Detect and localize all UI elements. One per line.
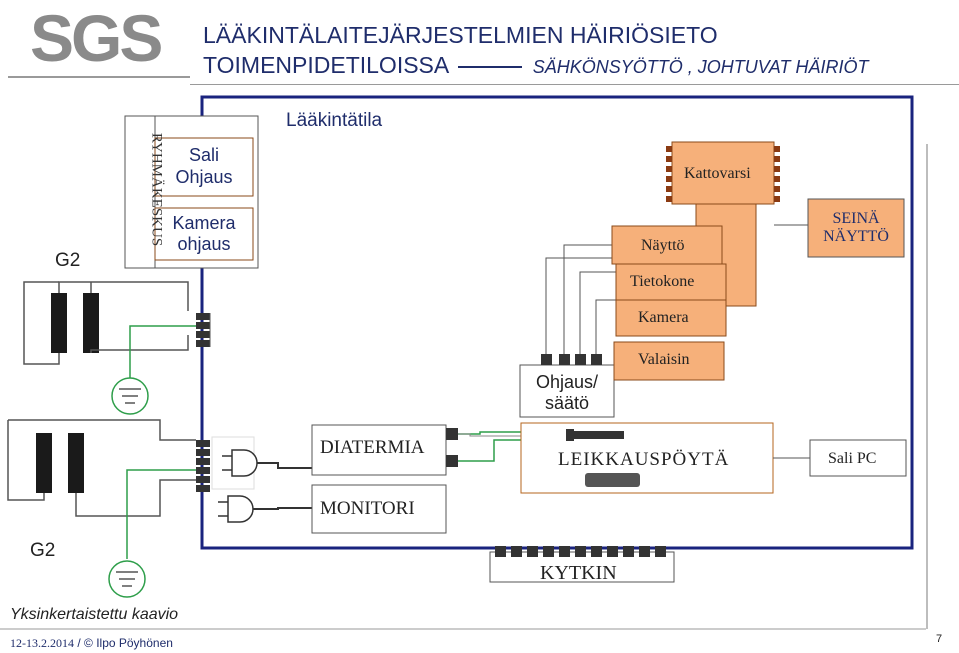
leikkauspoyta-label: LEIKKAUSPÖYTÄ [558, 449, 730, 470]
sali-ohjaus-line1: Sali [188, 145, 219, 165]
kamera-ohjaus-line2: ohjaus [177, 234, 231, 254]
kamera-ohjaus-label: Kamera ohjaus [155, 213, 253, 255]
page-number: 7 [936, 633, 943, 645]
leikkauspoyta-handle [585, 473, 640, 487]
naytto-box [611, 225, 723, 265]
footer-author: / © Ilpo Pöyhönen [77, 636, 173, 650]
room-label: Lääkintätila [286, 110, 383, 131]
caption: Yksinkertaistettu kaavio [10, 606, 179, 623]
sali-ohjaus-line2: Ohjaus [175, 167, 233, 187]
kamera-ohjaus-box [154, 207, 254, 261]
footer-credit: 12-13.2.2014 / © Ilpo Pöyhönen [10, 636, 173, 651]
seina-naytto-line1: SEINÄ [832, 210, 880, 227]
kamera-label: Kamera [638, 309, 689, 326]
ohjaus-saato-line2: säätö [544, 393, 590, 413]
sgs-logo: SGS [8, 1, 190, 82]
page-title-line2: TOIMENPIDETILOISSA SÄHKÖNSYÖTTÖ , JOHTUV… [203, 52, 868, 79]
transformer-bottom [7, 419, 196, 517]
ohjaus-saato-label: Ohjaus/ säätö [520, 372, 614, 414]
valaisin-box [613, 341, 725, 381]
leikkauspoyta-box [520, 422, 774, 494]
transformer-top [23, 281, 189, 365]
title-dash [458, 65, 523, 68]
connector-block-top [196, 313, 210, 347]
plug-monitori [218, 495, 312, 523]
tietokone-box [615, 263, 727, 301]
kattovarsi-label: Kattovarsi [684, 165, 751, 182]
header-divider [190, 84, 959, 85]
sali-ohjaus-box [154, 137, 254, 197]
valaisin-label: Valaisin [638, 351, 690, 368]
page-title-line1: LÄÄKINTÄLAITEJÄRJESTELMIEN HÄIRIÖSIETO [203, 22, 718, 48]
kamera-box [615, 299, 727, 337]
logo-underline [8, 76, 190, 78]
monitori-label: MONITORI [320, 498, 415, 519]
kattovarsi-box [671, 141, 775, 205]
sali-pc-label: Sali PC [828, 450, 877, 467]
ohjaus-saato-line1: Ohjaus/ [535, 372, 599, 392]
plug-diatermia [222, 449, 312, 477]
title-main: TOIMENPIDETILOISSA [203, 52, 448, 78]
seina-naytto-label: SEINÄ NÄYTTÖ [808, 210, 904, 246]
sali-pc-box [809, 439, 907, 477]
kytkin-label: KYTKIN [540, 562, 617, 584]
diatermia-label: DIATERMIA [320, 437, 425, 458]
ground-bottom [108, 469, 196, 598]
g2-top-label: G2 [55, 250, 81, 271]
footer-date: 12-13.2.2014 [10, 636, 74, 650]
right-vertical-line [926, 144, 928, 629]
diatermia-box [311, 424, 447, 476]
sali-ohjaus-label: Sali Ohjaus [155, 144, 253, 188]
seina-naytto-box [807, 198, 905, 258]
title-sub: SÄHKÖNSYÖTTÖ , JOHTUVAT HÄIRIÖT [532, 57, 869, 77]
monitori-box [311, 484, 447, 534]
ground-top [111, 325, 196, 415]
sgs-logo-text: SGS [30, 1, 163, 75]
seina-naytto-line2: NÄYTTÖ [823, 228, 889, 245]
kamera-ohjaus-line1: Kamera [172, 213, 236, 233]
tietokone-label: Tietokone [630, 273, 695, 290]
g2-bottom-label: G2 [30, 540, 56, 561]
connector-block-bottom [196, 440, 210, 492]
naytto-label: Näyttö [641, 237, 685, 254]
